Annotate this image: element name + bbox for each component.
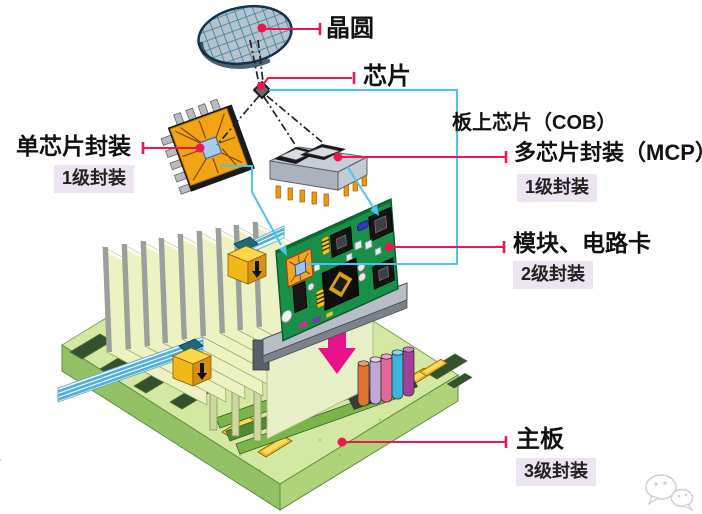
wafer-icon [197,4,293,69]
mcp-package-icon [268,144,369,207]
mcp-label: 多芯片封装（MCP） [514,140,702,165]
wafer-label: 晶圆 [326,15,374,42]
cyan-callout-lines [221,89,458,265]
mcp-level-badge: 1级封装 [517,174,598,202]
motherboard-label: 主板 [516,426,564,453]
red-callout-dots [195,23,394,447]
cyan-arrowheads [279,205,379,256]
cob-label: 板上芯片（COB） [452,112,617,134]
capacitor-icons [357,346,415,407]
circuit-card-icon [275,197,399,342]
single-package-level-badge: 1级封装 [54,165,135,193]
chip-label: 芯片 [363,63,411,90]
projection-lines [216,39,323,147]
motherboard-level-badge: 3级封装 [516,458,597,486]
module-label: 模块、电路卡 [513,230,651,256]
module-level-badge: 2级封装 [513,261,594,289]
single-chip-package-icon [160,98,255,195]
single-package-label: 单芯片封装 [16,133,131,159]
red-callout-lines [141,23,508,448]
wechat-watermark-icon [645,474,694,512]
